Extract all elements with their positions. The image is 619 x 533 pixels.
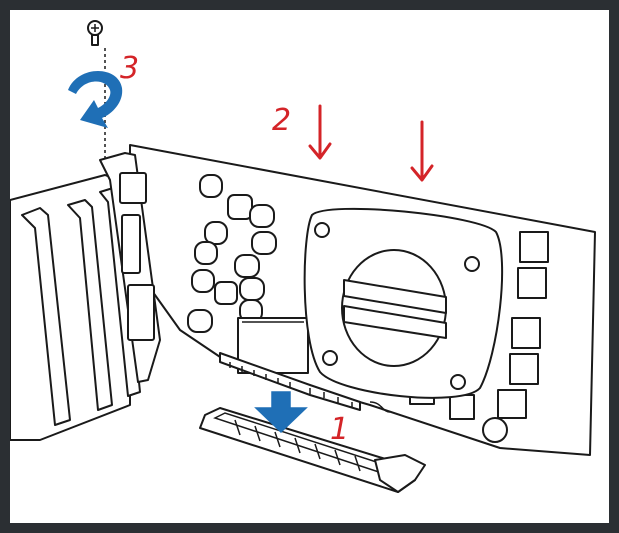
gpu-cooler [303, 207, 504, 399]
screw-icon [87, 20, 103, 46]
bracket-port-vga [127, 284, 155, 341]
bracket-port-dvi [121, 214, 141, 274]
graphics-card [99, 144, 596, 456]
capacitors [187, 174, 277, 333]
chassis-bracket-slots [10, 174, 141, 441]
diagram-drawing [10, 20, 596, 493]
step-label-1: 1 [330, 412, 350, 447]
down-arrow-icon [410, 120, 434, 182]
pcie-edge-connector [219, 352, 391, 413]
insert-down-arrow-icon [254, 391, 308, 434]
step-label-3: 3 [120, 51, 140, 86]
pcie-slot [199, 407, 426, 493]
installation-diagram: 1 2 3 [10, 10, 609, 523]
pcie-slot-latch [374, 454, 426, 493]
down-arrow-icon [308, 104, 332, 160]
step-label-2: 2 [272, 103, 292, 138]
bracket-connector-top [119, 172, 147, 204]
rotate-arrow-icon [68, 70, 123, 128]
card-latch-knob [482, 417, 508, 443]
